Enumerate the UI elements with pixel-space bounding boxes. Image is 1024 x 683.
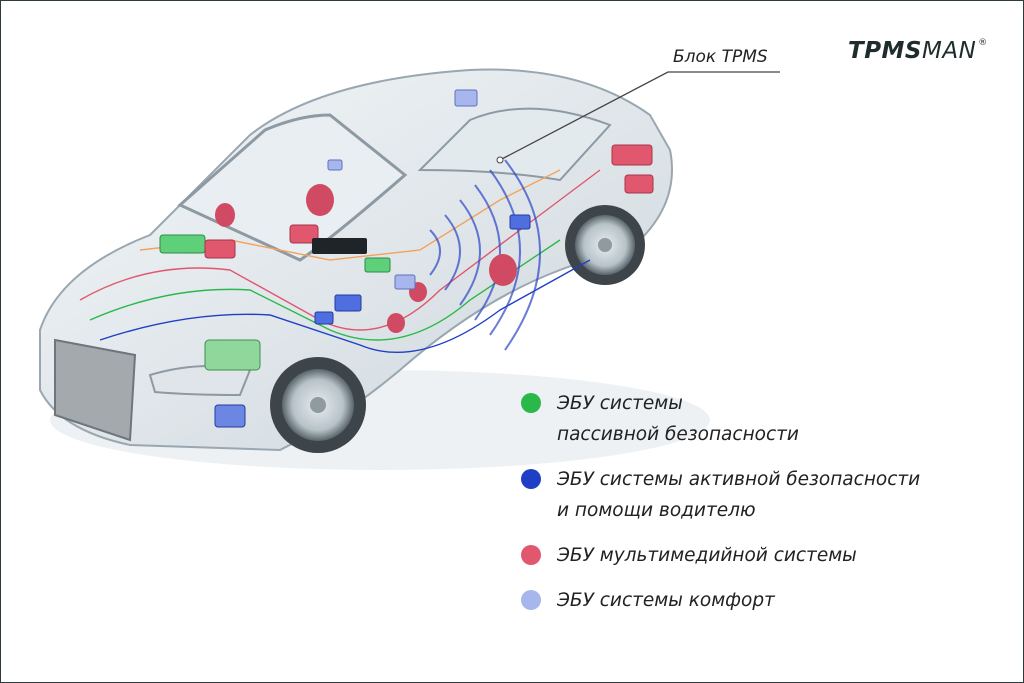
ecu-active-safety-module xyxy=(509,214,531,230)
ecu-active-safety-module xyxy=(214,404,246,428)
ecu-active-safety-module xyxy=(334,294,362,312)
ecu-comfort-module xyxy=(454,89,478,107)
ecu-passive-safety-module xyxy=(364,257,391,273)
central-ecu-block xyxy=(312,238,367,254)
ecu-multimedia-module xyxy=(289,224,319,244)
ecu-multimedia-module xyxy=(204,239,236,259)
tpmsman-logo: TPMSMAN® xyxy=(848,38,988,64)
legend-item-comfort: ЭБУ системы комфорт xyxy=(521,585,1011,616)
legend: ЭБУ системы пассивной безопасности ЭБУ с… xyxy=(521,388,1011,630)
ecu-multimedia-module xyxy=(624,174,654,194)
pink-dot-icon xyxy=(521,545,541,565)
ecu-active-safety-module xyxy=(314,311,334,325)
legend-item-active-safety: ЭБУ системы активной безопасности и помо… xyxy=(521,464,1011,526)
speaker xyxy=(489,254,517,286)
ecu-passive-safety-module xyxy=(204,339,261,371)
tpms-signal-waves xyxy=(429,159,541,351)
speaker xyxy=(387,313,405,333)
grille xyxy=(54,338,137,442)
legend-item-passive-safety: ЭБУ системы пассивной безопасности xyxy=(521,388,1011,450)
front-wheel xyxy=(270,357,366,453)
side-window xyxy=(417,107,612,182)
speaker xyxy=(306,184,334,216)
green-dot-icon xyxy=(521,393,541,413)
ecu-multimedia-module xyxy=(611,144,653,166)
blue-dot-icon xyxy=(521,469,541,489)
ecu-comfort-module xyxy=(394,274,416,290)
light-blue-dot-icon xyxy=(521,590,541,610)
legend-item-multimedia: ЭБУ мультимедийной системы xyxy=(521,540,1011,571)
speaker xyxy=(215,203,235,227)
headlight xyxy=(148,365,252,397)
ecu-comfort-module xyxy=(327,159,343,171)
tpms-unit-label: Блок TPMS xyxy=(673,47,768,67)
